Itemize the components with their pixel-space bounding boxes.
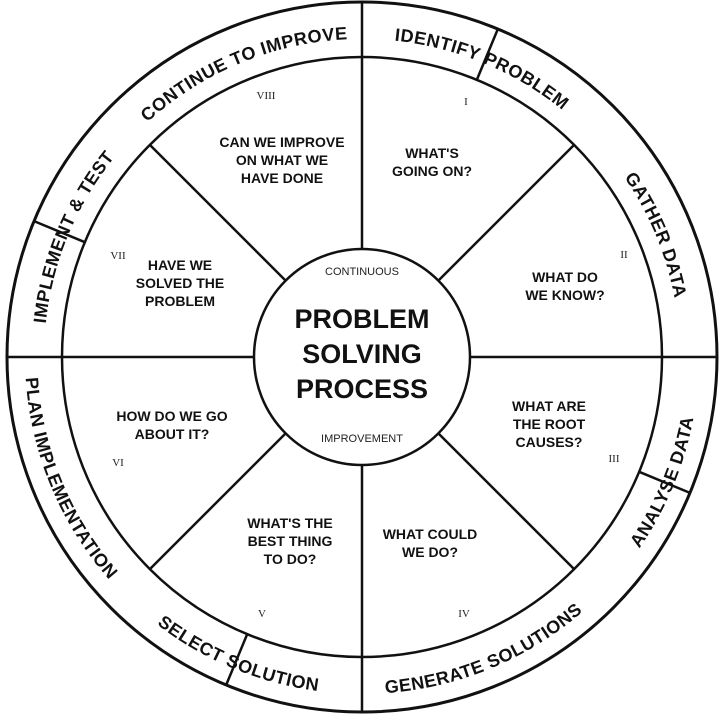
question-2-line-2: WE KNOW? — [525, 287, 604, 303]
question-6-line-1: HOW DO WE GO — [116, 408, 227, 424]
stage-label-5: SELECT SOLUTION — [154, 611, 320, 695]
question-4-line-1: WHAT COULD — [383, 526, 478, 542]
stage-numeral-6: VI — [112, 457, 124, 469]
segment-divider — [148, 432, 287, 571]
question-8-line-3: HAVE DONE — [241, 170, 323, 186]
question-5-line-3: TO DO? — [264, 551, 317, 567]
center-circle — [252, 247, 472, 467]
ring-divider — [224, 633, 249, 686]
question-3-line-3: CAUSES? — [516, 434, 583, 450]
stage-numeral-3: III — [609, 453, 620, 465]
stage-numeral-5: V — [258, 608, 266, 620]
center-title-line-2: SOLVING — [302, 339, 422, 369]
question-7-line-1: HAVE WE — [148, 257, 212, 273]
center-title-line-3: PROCESS — [296, 374, 428, 404]
center-bottom-label: IMPROVEMENT — [321, 433, 403, 445]
center-title-line-1: PROBLEM — [295, 304, 430, 334]
stage-label-1: IDENTIFY PROBLEM — [394, 25, 573, 114]
question-7-line-3: PROBLEM — [145, 293, 215, 309]
stage-label-7: IMPLEMENT & TEST — [30, 147, 118, 324]
segment-divider — [437, 432, 576, 571]
stage-numeral-4: IV — [458, 608, 470, 620]
question-6-line-2: ABOUT IT? — [135, 426, 210, 442]
question-5-line-2: BEST THING — [248, 533, 333, 549]
stage-label-8: CONTINUE TO IMPROVE — [137, 23, 348, 125]
question-8-line-1: CAN WE IMPROVE — [219, 134, 344, 150]
stage-numeral-8: VIII — [257, 90, 276, 102]
stage-label-3: ANALYSE DATA — [626, 414, 698, 550]
question-1-line-2: GOING ON? — [392, 163, 472, 179]
segment-divider — [148, 143, 287, 282]
ring-divider — [638, 470, 691, 495]
wheel-structure — [5, 0, 719, 714]
stage-label-4: GENERATE SOLUTIONS — [384, 599, 586, 697]
ring-divider — [33, 219, 86, 244]
center-hub: CONTINUOUS PROBLEM SOLVING PROCESS IMPRO… — [252, 247, 472, 467]
segment-divider — [437, 143, 576, 282]
question-5-line-1: WHAT'S THE — [247, 515, 333, 531]
question-3-line-2: THE ROOT — [513, 416, 586, 432]
stage-numeral-1: I — [464, 96, 468, 108]
stage-label-6: PLAN IMPLEMENTATION — [22, 376, 122, 582]
ring-divider — [475, 28, 500, 81]
question-2-line-1: WHAT DO — [532, 269, 598, 285]
question-8-line-2: ON WHAT WE — [236, 152, 328, 168]
stage-label-2: GATHER DATA — [621, 168, 690, 299]
segment-questions: WHAT'S GOING ON? WHAT DO WE KNOW? WHAT ARE TH… — [116, 134, 604, 567]
question-4-line-2: WE DO? — [402, 544, 458, 560]
center-top-label: CONTINUOUS — [325, 266, 399, 278]
question-1-line-1: WHAT'S — [405, 145, 459, 161]
stage-numeral-7: VII — [110, 250, 126, 262]
question-3-line-1: WHAT ARE — [512, 398, 586, 414]
question-7-line-2: SOLVED THE — [136, 275, 224, 291]
stage-numeral-2: II — [620, 249, 628, 261]
